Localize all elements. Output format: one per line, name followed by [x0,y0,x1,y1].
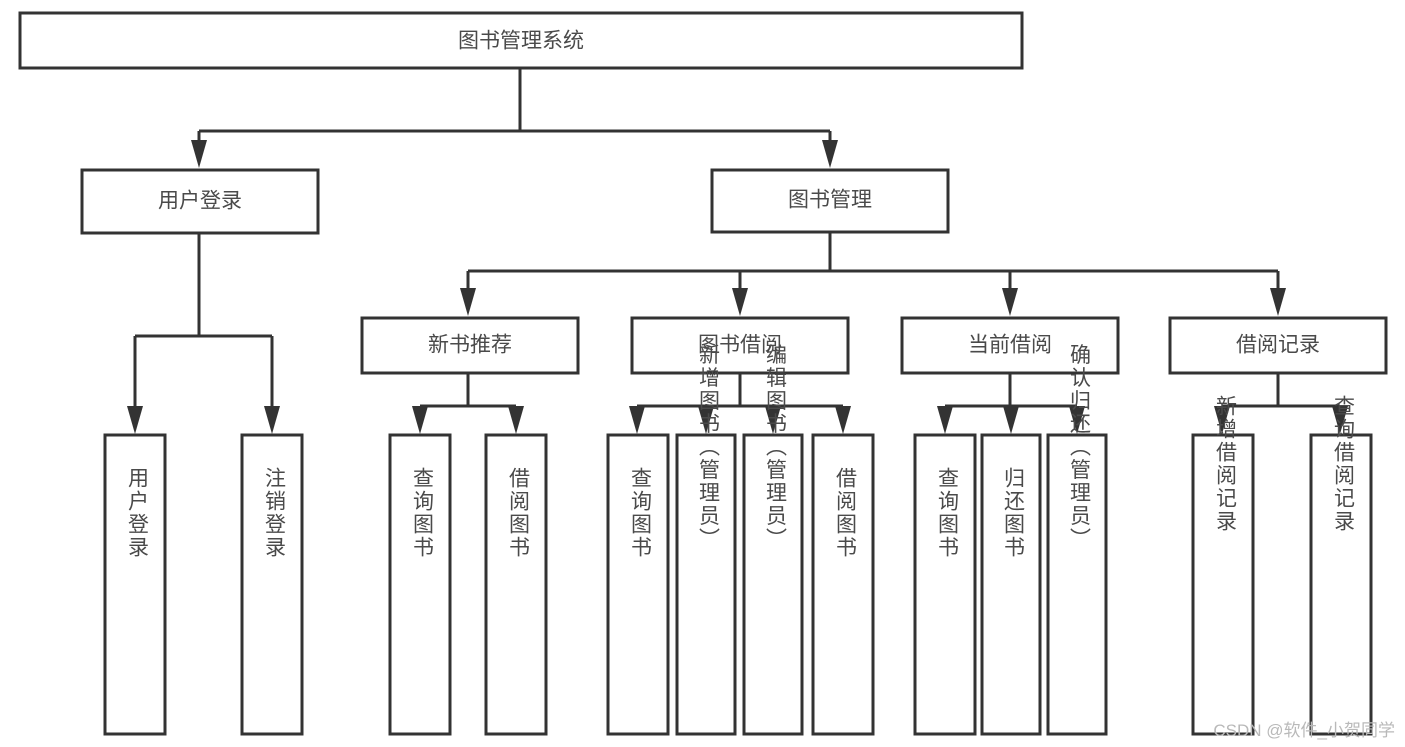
leaf-borrow-record-2-box[interactable] [1309,433,1373,736]
connector-group-borrow-record [1214,373,1348,434]
node-user-login-label: 用户登录 [158,190,242,213]
leaf-current-borrow-2-box[interactable] [980,433,1042,736]
node-user-login[interactable]: 用户登录 [80,168,320,235]
node-user-login-box[interactable] [80,168,320,235]
connector-group-new-book-recommend [412,373,524,434]
leaf-current-borrow-1-label: 查询图书 [935,467,959,559]
arrow-head-borrow-record-leaf-2 [1332,406,1348,434]
arrow-head-current-borrow-leaf-3 [1069,406,1085,434]
connector-group-book-manage [460,232,1286,316]
arrow-head-to-book-manage [822,140,838,168]
arrow-head-current-borrow-leaf-2 [1003,406,1019,434]
connector-group-root [191,68,838,168]
leaf-book-borrow-2-box[interactable] [675,433,737,736]
node-current-borrow-label: 当前借阅 [968,334,1052,357]
leaf-current-borrow-1[interactable]: 查询图书 [913,433,977,736]
node-book-manage[interactable]: 图书管理 [710,168,950,234]
node-borrow-record-label: 借阅记录 [1236,334,1320,357]
connector-group-user-login [127,233,280,434]
leaf-borrow-record-2-label: 查询借阅记录 [1331,395,1355,533]
leaf-book-borrow-1-label: 查询图书 [628,467,652,559]
leaf-book-borrow-1-box[interactable] [606,433,670,736]
leaf-book-borrow-3-label: 编辑图书（管理员） [763,344,787,551]
arrow-head-book-borrow-leaf-2 [698,406,714,434]
leaf-book-borrow-3-box[interactable] [742,433,804,736]
leaf-current-borrow-3[interactable]: 确认归还（管理员） [1046,344,1108,736]
arrow-head-new-book-leaf-2 [508,406,524,434]
leaf-borrow-record-1[interactable]: 新增借阅记录 [1191,395,1255,736]
leaf-new-book-2-label: 借阅图书 [506,467,530,559]
arrow-head-current-borrow-leaf-1 [937,406,953,434]
leaf-user-login-1-label: 用户登录 [125,467,149,559]
node-root-label: 图书管理系统 [458,30,584,53]
leaf-user-login-2[interactable]: 注销登录 [240,433,304,736]
leaf-book-borrow-2[interactable]: 新增图书（管理员） [675,344,737,736]
leaf-current-borrow-3-box[interactable] [1046,433,1108,736]
leaf-user-login-1[interactable]: 用户登录 [103,433,167,736]
arrow-head-level3-1 [460,288,476,316]
arrow-head-book-borrow-leaf-1 [629,406,645,434]
node-new-book-recommend-label: 新书推荐 [428,334,512,357]
node-book-borrow-box[interactable] [630,316,850,375]
leaf-book-borrow-4-label: 借阅图书 [833,467,857,559]
arrow-head-level3-2 [732,288,748,316]
arrow-head-level3-3 [1002,288,1018,316]
node-borrow-record[interactable]: 借阅记录 [1168,316,1388,375]
leaf-current-borrow-2-label: 归还图书 [1001,467,1025,559]
leaf-current-borrow-3-label: 确认归还（管理员） [1067,344,1091,551]
node-book-manage-label: 图书管理 [788,189,872,212]
arrow-head-to-user-login [191,140,207,168]
leaf-new-book-1-box[interactable] [388,433,452,736]
arrow-head-book-borrow-leaf-3 [765,406,781,434]
leaf-new-book-1[interactable]: 查询图书 [388,433,452,736]
leaf-new-book-2-box[interactable] [484,433,548,736]
leaf-book-borrow-3[interactable]: 编辑图书（管理员） [742,344,804,736]
node-current-borrow[interactable]: 当前借阅 [900,316,1120,375]
leaf-book-borrow-4-box[interactable] [811,433,875,736]
arrow-head-user-login-leaf-2 [264,406,280,434]
arrow-head-borrow-record-leaf-1 [1214,406,1230,434]
leaf-book-borrow-4[interactable]: 借阅图书 [811,433,875,736]
leaf-borrow-record-1-box[interactable] [1191,433,1255,736]
arrow-head-book-borrow-leaf-4 [835,406,851,434]
leaf-user-login-2-label: 注销登录 [262,467,286,559]
node-book-manage-box[interactable] [710,168,950,234]
arrow-head-new-book-leaf-1 [412,406,428,434]
leaf-user-login-1-box[interactable] [103,433,167,736]
leaf-new-book-1-label: 查询图书 [410,467,434,559]
node-book-borrow[interactable]: 图书借阅 [630,316,850,375]
node-current-borrow-box[interactable] [900,316,1120,375]
connector-group-current-borrow [937,373,1085,434]
leaf-borrow-record-2[interactable]: 查询借阅记录 [1309,395,1373,736]
arrow-head-level3-4 [1270,288,1286,316]
node-new-book-recommend[interactable]: 新书推荐 [360,316,580,375]
leaf-new-book-2[interactable]: 借阅图书 [484,433,548,736]
node-book-borrow-label: 图书借阅 [698,334,782,357]
leaf-book-borrow-2-label: 新增图书（管理员） [696,344,720,551]
node-new-book-recommend-box[interactable] [360,316,580,375]
node-borrow-record-box[interactable] [1168,316,1388,375]
leaf-borrow-record-1-label: 新增借阅记录 [1213,395,1237,533]
arrow-head-user-login-leaf-1 [127,406,143,434]
leaf-user-login-2-box[interactable] [240,433,304,736]
leaf-current-borrow-1-box[interactable] [913,433,977,736]
node-root-box[interactable] [18,11,1024,70]
node-root[interactable]: 图书管理系统 [18,11,1024,70]
leaf-current-borrow-2[interactable]: 归还图书 [980,433,1042,736]
leaf-book-borrow-1[interactable]: 查询图书 [606,433,670,736]
connector-group-book-borrow [629,373,851,434]
